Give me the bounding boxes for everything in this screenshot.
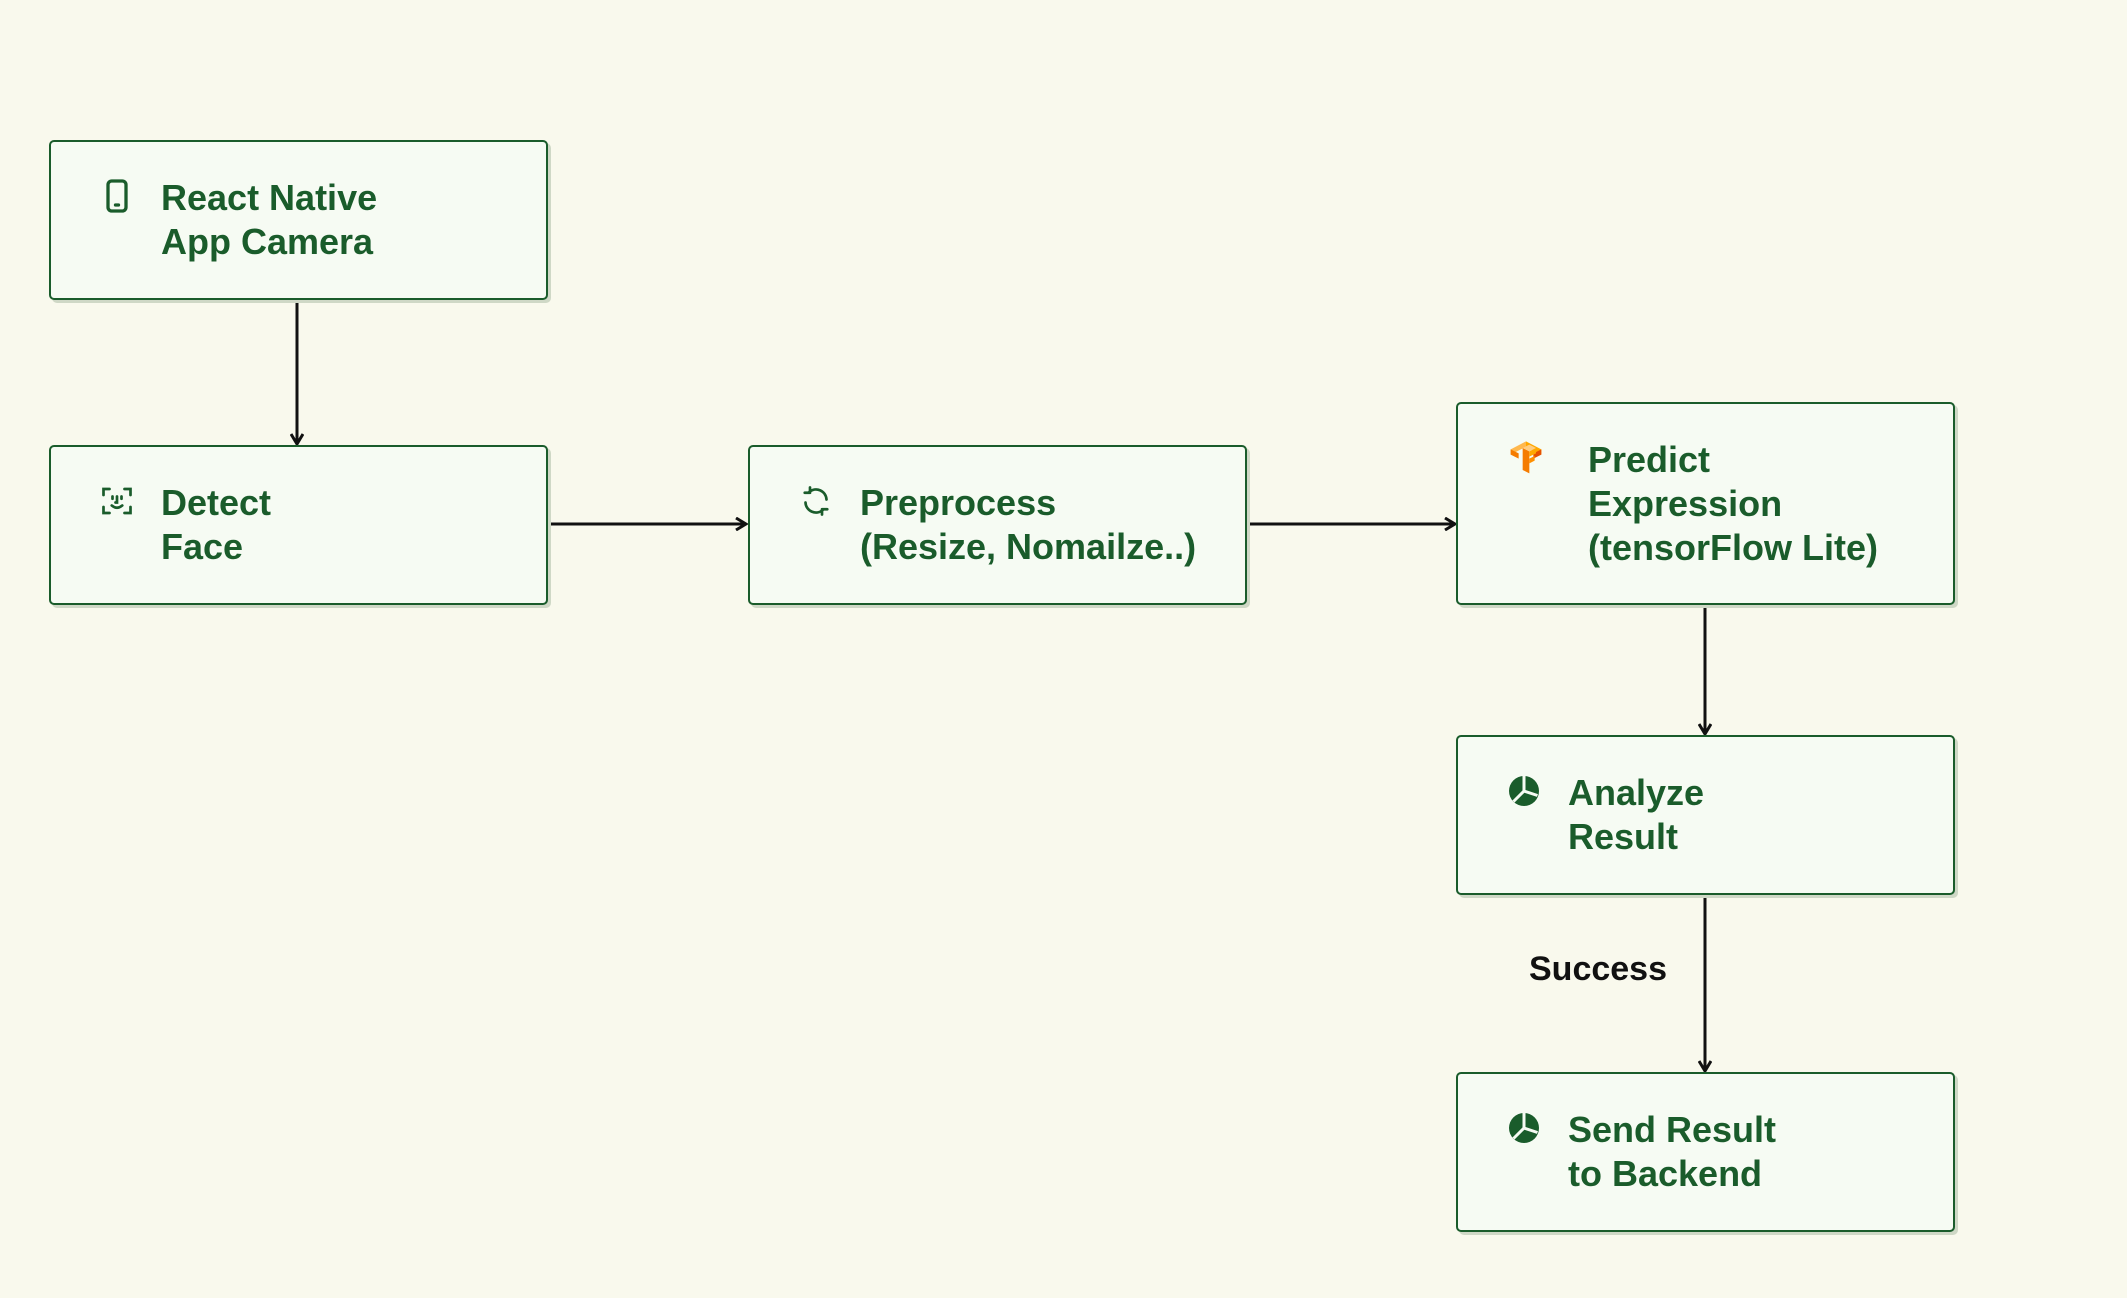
node-camera-line-1: React Native [161,177,378,218]
node-predict[interactable]: Predict Expression (tensorFlow Lite) [1456,402,1955,605]
pie-chart-icon [1506,773,1542,809]
node-preprocess[interactable]: Preprocess (Resize, Nomailze..) [748,445,1247,605]
node-analyze-label: Analyze Result [1568,771,1933,859]
node-camera[interactable]: React Native App Camera [49,140,548,300]
node-preprocess-line-2: (Resize, Nomailze..) [860,526,1197,567]
node-detect-label: Detect Face [161,481,526,569]
node-send[interactable]: Send Result to Backend [1456,1072,1955,1232]
node-camera-line-2: App Camera [161,221,374,262]
node-preprocess-line-1: Preprocess [860,482,1057,523]
node-predict-line-1: Predict [1588,439,1711,480]
node-camera-label: React Native App Camera [161,176,526,264]
node-predict-line-2: Expression [1588,483,1783,524]
node-detect-line-2: Face [161,526,244,567]
node-send-line-1: Send Result [1568,1109,1777,1150]
node-predict-label: Predict Expression (tensorFlow Lite) [1588,438,1933,570]
pie-chart-icon [1506,1110,1542,1146]
node-analyze-line-2: Result [1568,816,1679,857]
node-predict-line-3: (tensorFlow Lite) [1588,527,1878,568]
edge-label-success: Success [1529,950,1667,988]
tensorflow-icon [1508,440,1558,494]
node-preprocess-label: Preprocess (Resize, Nomailze..) [860,481,1225,569]
node-detect-line-1: Detect [161,482,272,523]
node-detect[interactable]: Detect Face [49,445,548,605]
node-analyze-line-1: Analyze [1568,772,1705,813]
face-scan-icon [99,483,135,519]
node-send-line-2: to Backend [1568,1153,1763,1194]
node-analyze[interactable]: Analyze Result [1456,735,1955,895]
node-send-label: Send Result to Backend [1568,1108,1933,1196]
phone-icon [99,178,135,214]
refresh-icon [798,483,834,519]
